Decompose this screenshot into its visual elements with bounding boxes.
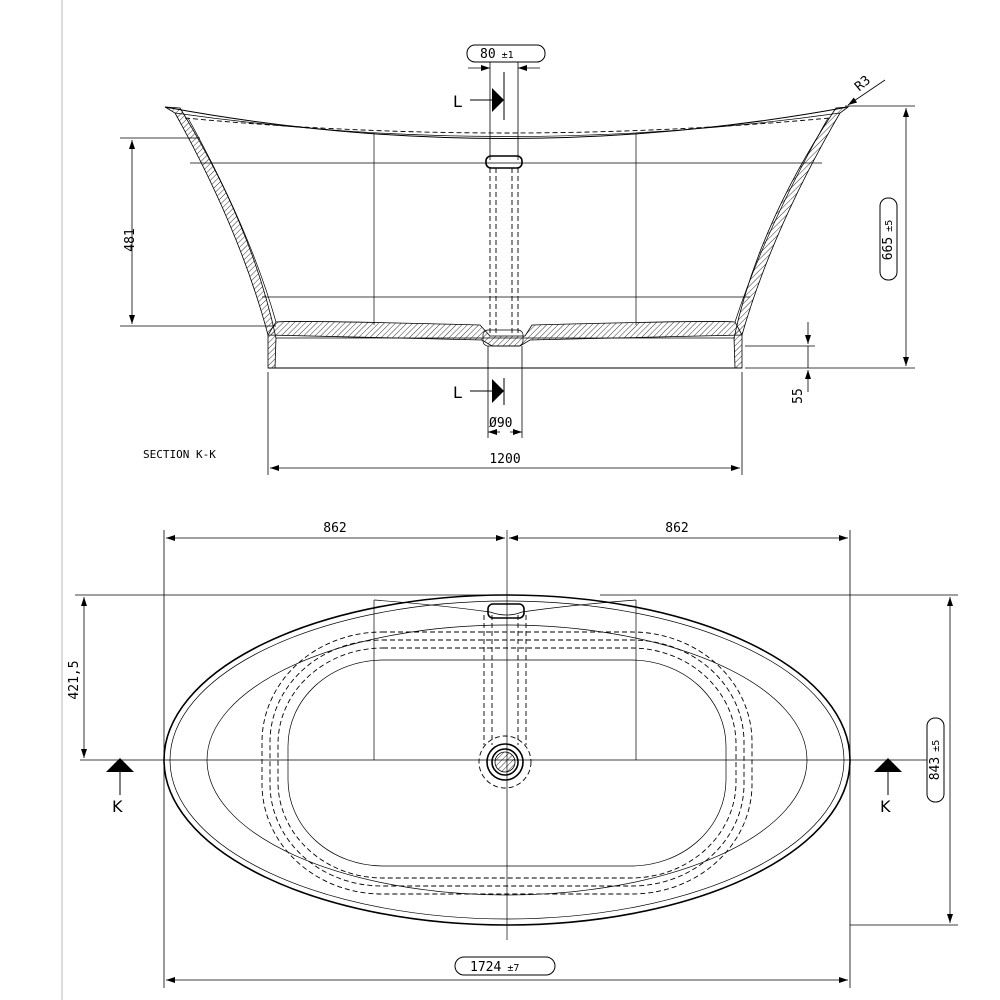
plan-view: K K 862 862 421,5 843±5 1724±7 xyxy=(67,521,958,988)
dim-half-length-left: 862 xyxy=(323,521,346,536)
dim-drain-diameter: Ø90 xyxy=(489,416,512,431)
dim-inner-depth: 481 xyxy=(123,228,138,251)
dim-total-height: 665±5 xyxy=(881,220,896,261)
dim-base-width: 1200 xyxy=(489,452,520,467)
dim-total-length: 1724±7 xyxy=(470,960,519,975)
section-mark-k-left: K xyxy=(112,797,123,816)
section-mark-l-bottom: L xyxy=(453,383,462,402)
dim-outlet-spacing: 80±1 xyxy=(480,47,514,62)
section-label: SECTION K-K xyxy=(143,448,216,461)
section-mark-l-top: L xyxy=(453,92,462,111)
dim-total-width: 843±5 xyxy=(928,740,943,781)
section-view: L L 80±1 R3 481 665±5 55 xyxy=(120,44,915,475)
dim-half-length-right: 862 xyxy=(665,521,688,536)
dim-base-height: 55 xyxy=(791,388,806,404)
section-mark-k-right: K xyxy=(880,797,891,816)
dim-radius: R3 xyxy=(852,73,874,95)
dim-half-width: 421,5 xyxy=(67,660,82,699)
